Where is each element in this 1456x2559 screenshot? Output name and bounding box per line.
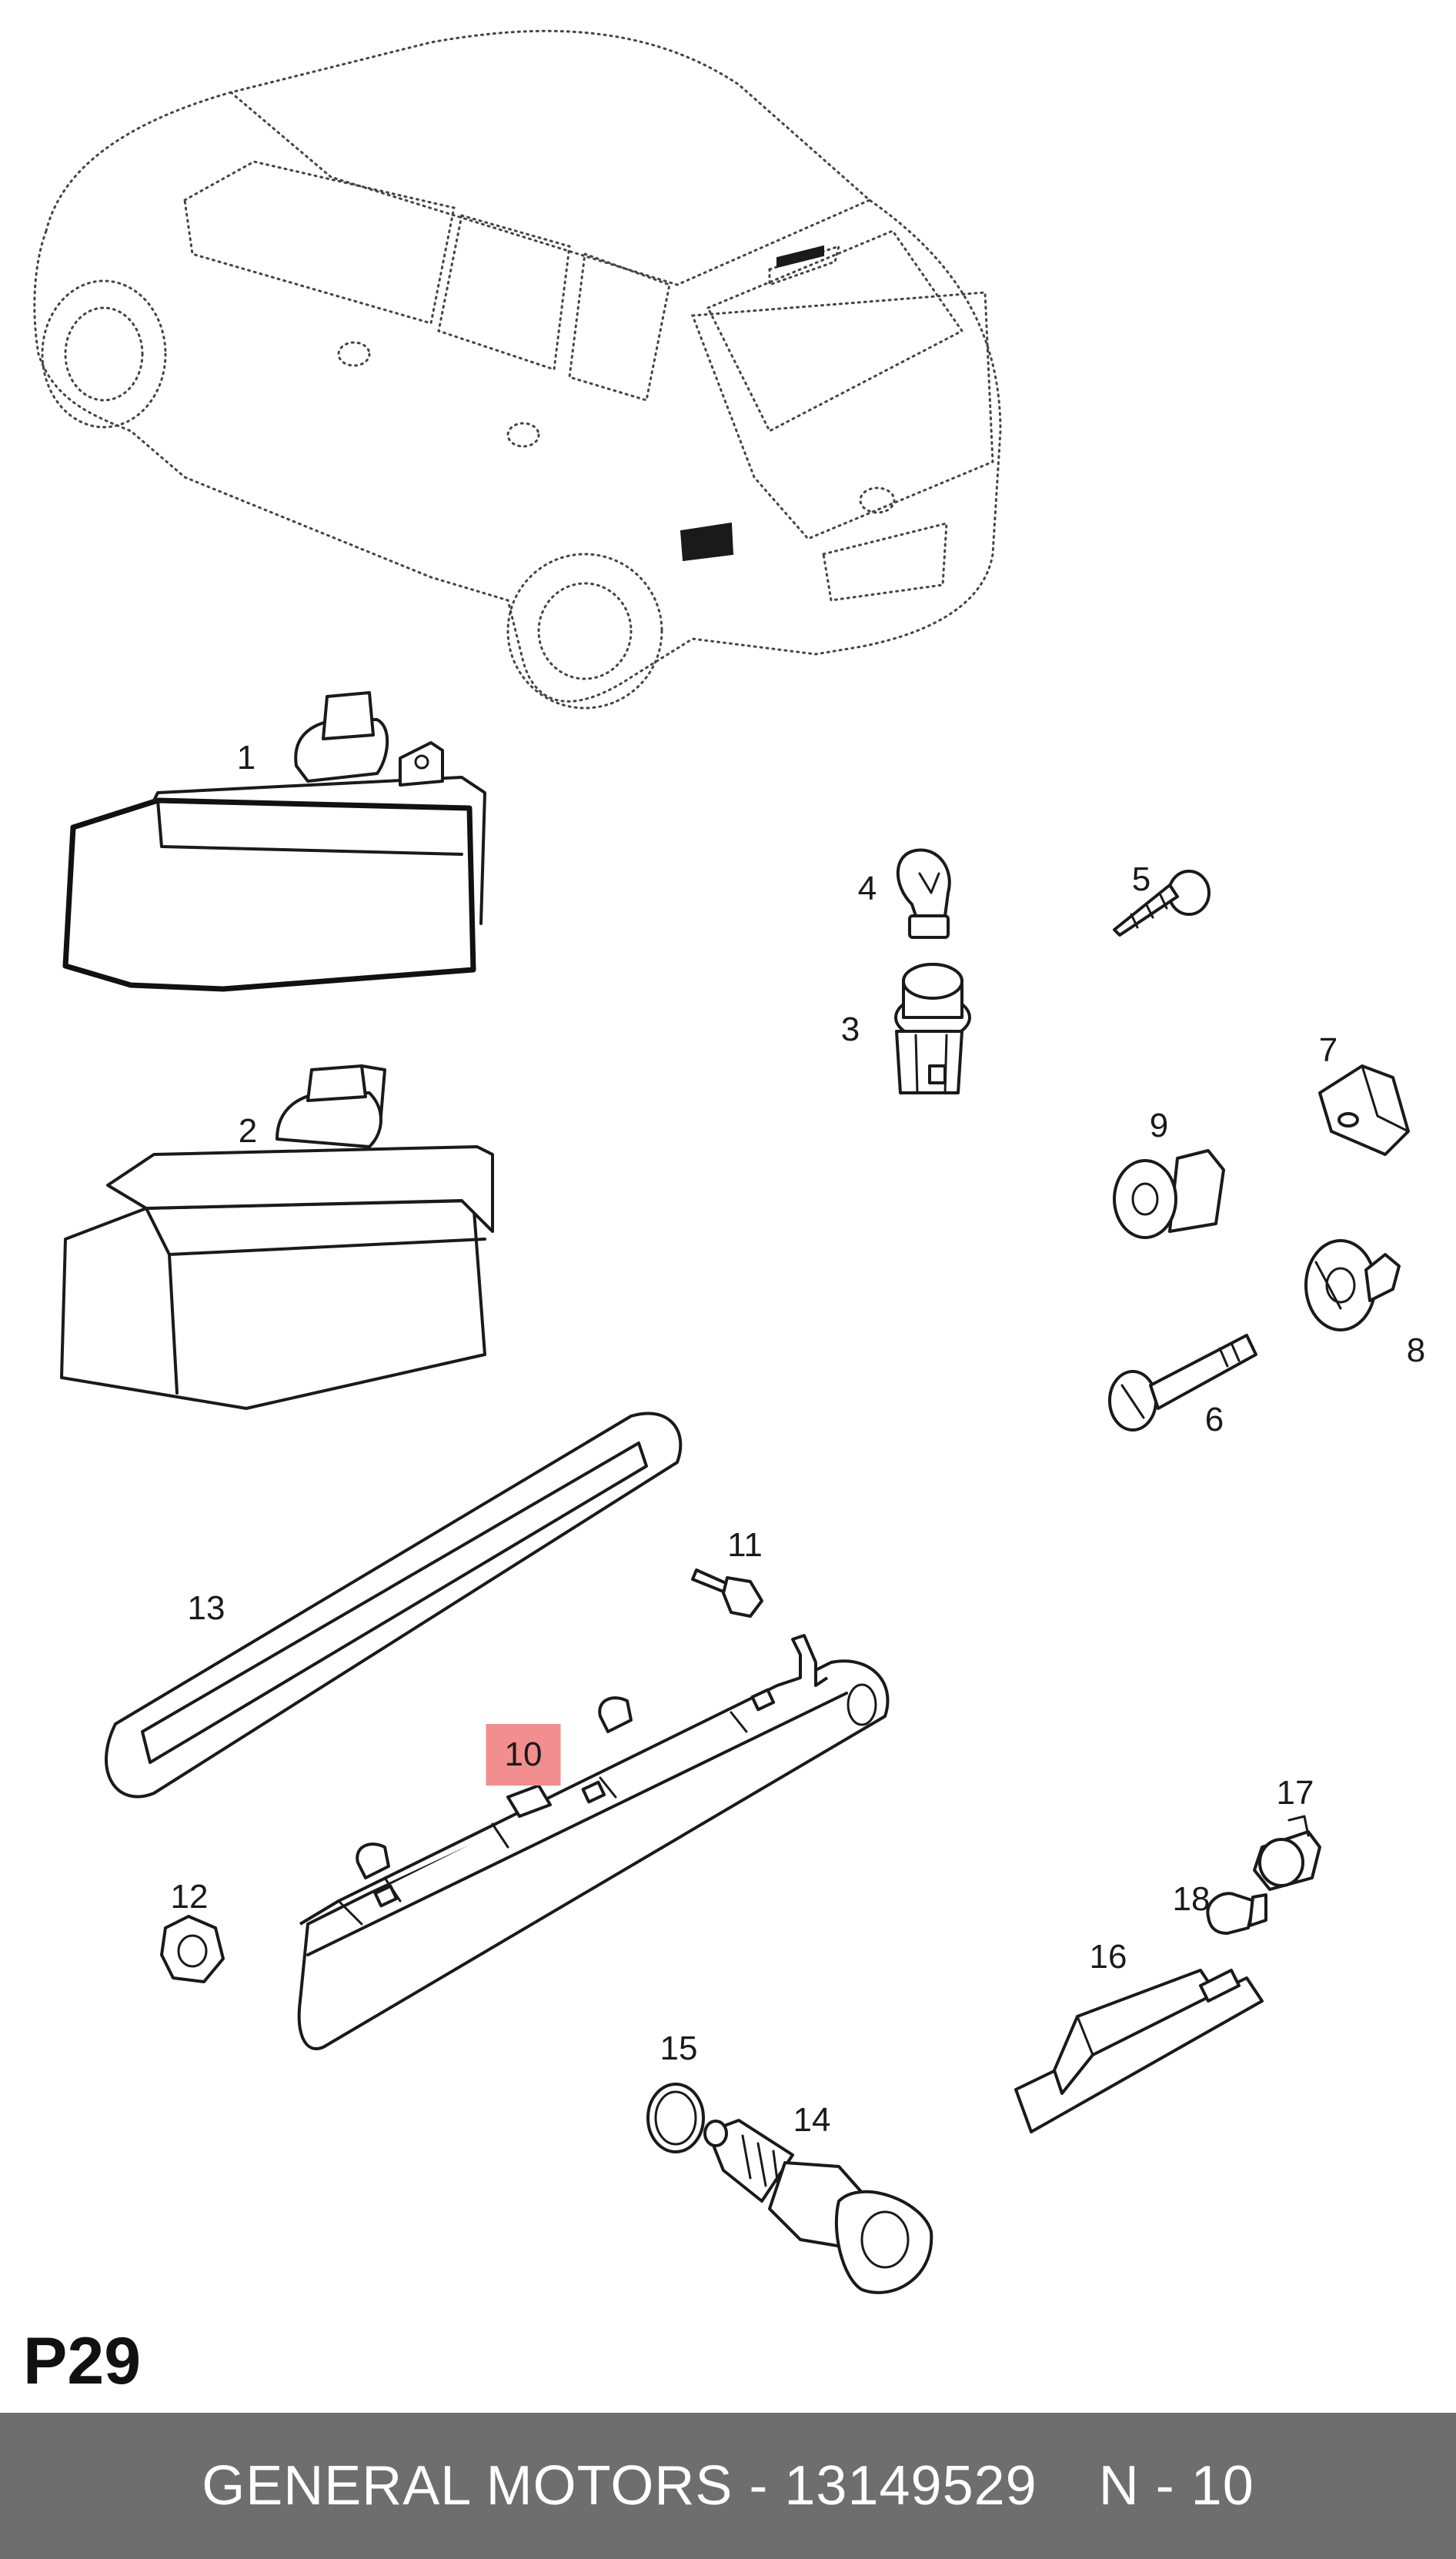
callout-6[interactable]: 6 (1204, 1401, 1224, 1438)
part-18-bulb (1206, 1892, 1267, 1935)
part-14-reverse-switch (703, 2119, 933, 2294)
part-11-bolt (691, 1568, 763, 1618)
part-2-tail-lamp (60, 1064, 494, 1410)
callout-1[interactable]: 1 (236, 739, 256, 777)
callout-17[interactable]: 17 (1276, 1774, 1314, 1812)
callout-18[interactable]: 18 (1172, 1880, 1211, 1918)
part-1-tail-lamp (62, 691, 486, 992)
callout-11[interactable]: 11 (727, 1526, 763, 1564)
callout-10-highlighted[interactable]: 10 (486, 1724, 561, 1786)
part-3-bulb-socket (894, 963, 971, 1094)
callout-4[interactable]: 4 (857, 870, 877, 907)
callout-2[interactable]: 2 (238, 1112, 258, 1150)
part-9-grommet (1113, 1149, 1225, 1239)
part-10-high-mount-stop-lamp (297, 1634, 890, 2050)
part-16-licence-lamp (1014, 1969, 1264, 2133)
callout-9[interactable]: 9 (1149, 1107, 1169, 1144)
part-6-bolt (1108, 1334, 1257, 1432)
callout-13[interactable]: 13 (187, 1589, 225, 1627)
callout-14[interactable]: 14 (793, 2101, 831, 2139)
car-outline-illustration (33, 29, 1002, 710)
part-8-push-nut (1304, 1239, 1401, 1331)
callout-3[interactable]: 3 (840, 1011, 860, 1048)
callout-5[interactable]: 5 (1131, 860, 1151, 898)
footer-brand: GENERAL MOTORS (202, 2455, 733, 2517)
part-5-screw (1113, 870, 1211, 937)
callout-15[interactable]: 15 (660, 2029, 698, 2067)
callout-8[interactable]: 8 (1406, 1331, 1426, 1369)
footer-position-ref: N - 10 (1098, 2455, 1254, 2517)
footer-part-number: 13149529 (784, 2455, 1037, 2517)
part-12-nut (160, 1915, 225, 1983)
callout-7[interactable]: 7 (1318, 1031, 1338, 1069)
part-4-bulb (896, 848, 951, 939)
footer-separator: - (749, 2455, 769, 2517)
page-code: P29 (23, 2324, 142, 2398)
part-13-lens-cover (105, 1411, 683, 1799)
part-7-clip (1318, 1064, 1410, 1156)
part-17-bulb-socket (1253, 1815, 1321, 1891)
callout-16[interactable]: 16 (1089, 1938, 1127, 1976)
footer-bar: GENERAL MOTORS - 13149529 N - 10 (0, 2413, 1456, 2559)
callout-12[interactable]: 12 (170, 1878, 209, 1916)
part-15-seal-ring (646, 2083, 705, 2153)
